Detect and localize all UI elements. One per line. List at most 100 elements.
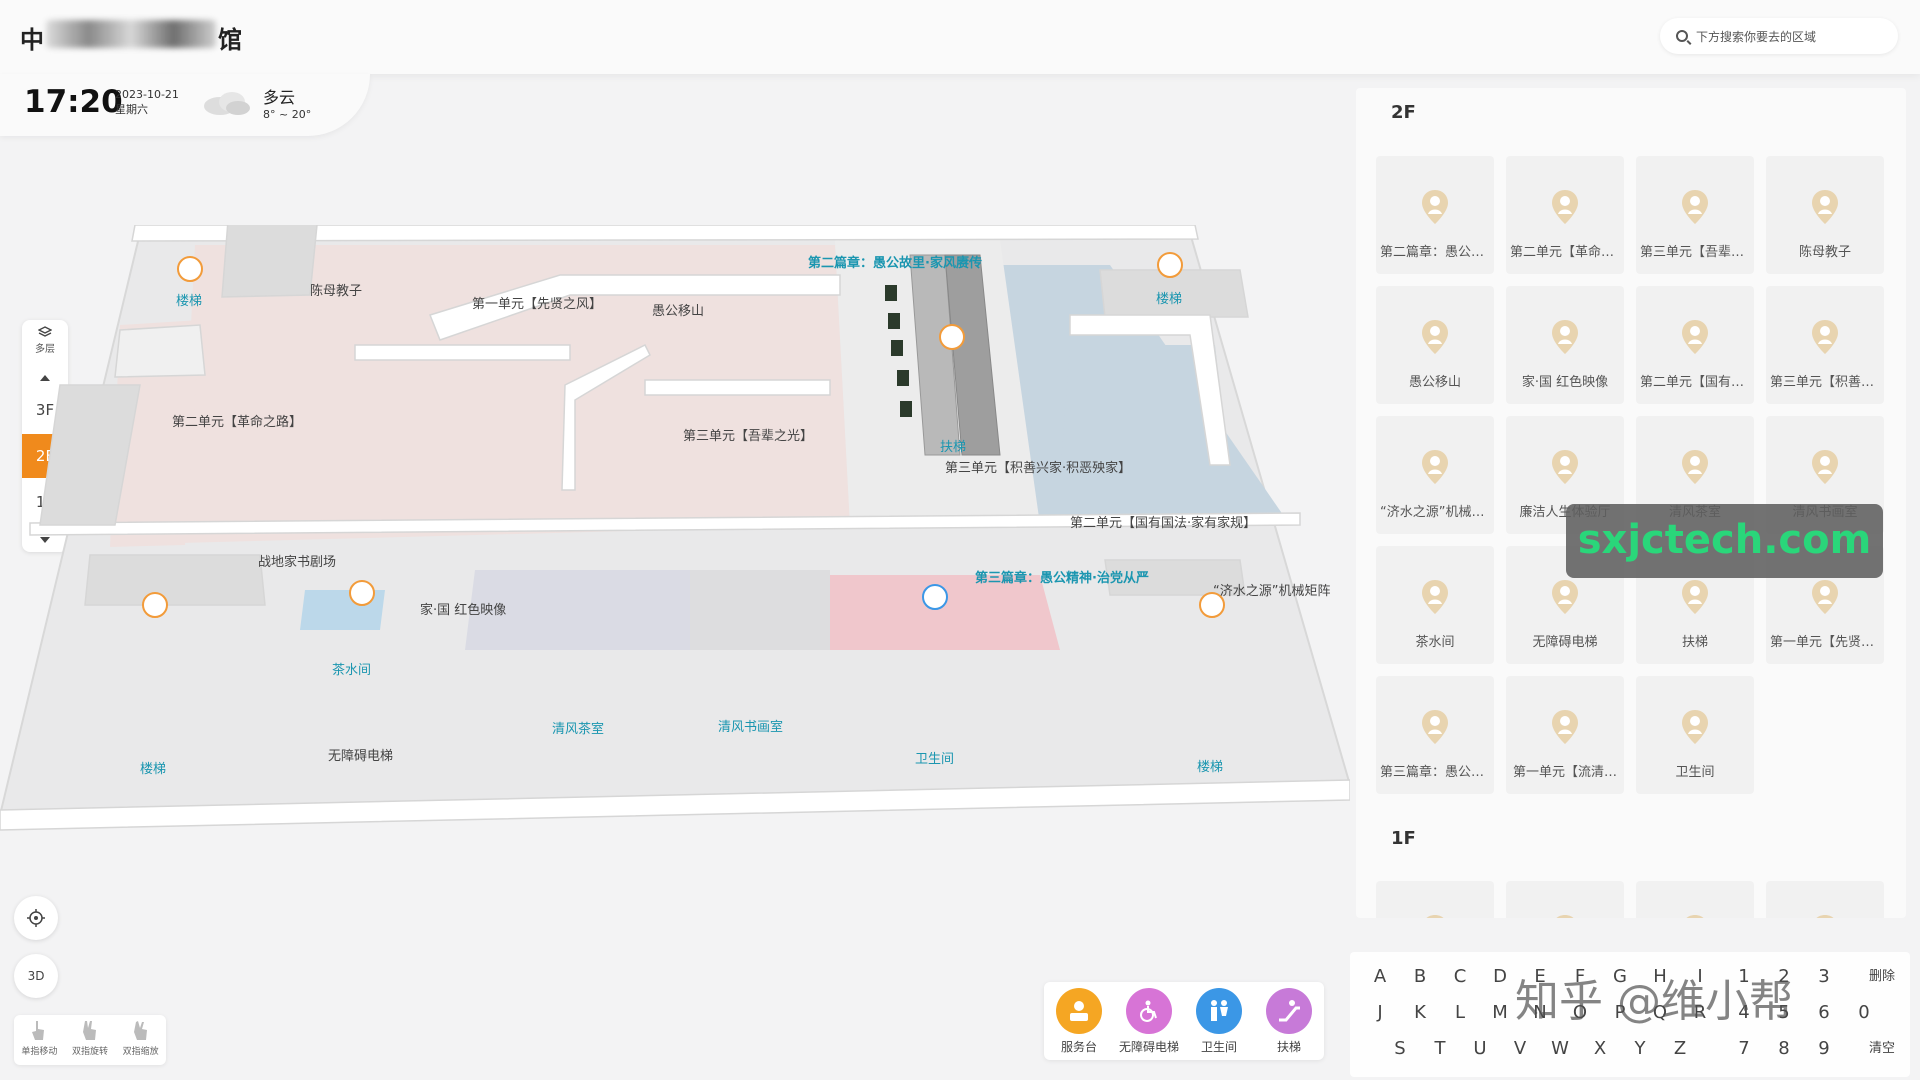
key-5[interactable]: 5 xyxy=(1778,1002,1790,1023)
key-g[interactable]: G xyxy=(1613,966,1627,987)
zhihu-watermark: 知乎 @维小帮 xyxy=(1515,976,1793,1027)
floor-up-arrow-icon[interactable] xyxy=(22,368,68,388)
gesture-hints: 单指移动 双指旋转 双指缩放 xyxy=(14,1015,166,1065)
poi-card[interactable]: 第一单元【流清… xyxy=(1506,676,1624,794)
map-label-unit2-geming: 第二单元【革命之路】 xyxy=(172,414,302,430)
key-delete[interactable]: 删除 xyxy=(1868,969,1895,984)
locate-button[interactable] xyxy=(14,896,58,940)
key-7[interactable]: 7 xyxy=(1738,1038,1750,1059)
pin-icon xyxy=(1552,710,1578,744)
key-e[interactable]: E xyxy=(1534,966,1546,987)
key-9[interactable]: 9 xyxy=(1818,1038,1830,1059)
poi-label: 第二篇章：愚公故里·家风赓传 xyxy=(1380,245,1494,260)
poi-card-1f[interactable] xyxy=(1636,881,1754,918)
key-s[interactable]: S xyxy=(1394,1038,1406,1059)
key-f[interactable]: F xyxy=(1574,966,1586,987)
key-i[interactable]: I xyxy=(1697,966,1703,987)
key-clear[interactable]: 清空 xyxy=(1868,1041,1895,1056)
search-keyboard: A B C D E F G H I 1 2 3 J K L M N O P Q R 4 5 6 0 S T U V W X Y Z 7 8 9 删… xyxy=(1350,952,1910,1077)
gesture-label: 双指缩放 xyxy=(122,1047,159,1057)
key-x[interactable]: X xyxy=(1593,1038,1607,1059)
view-3d-button[interactable]: 3D xyxy=(14,954,58,998)
key-z[interactable]: Z xyxy=(1673,1038,1687,1059)
poi-card-1f[interactable] xyxy=(1506,881,1624,918)
key-b[interactable]: B xyxy=(1413,966,1427,987)
facility-legend: 服务台 无障碍电梯 卫生间 扶梯 xyxy=(1044,982,1324,1060)
key-a[interactable]: A xyxy=(1373,966,1387,987)
key-q[interactable]: Q xyxy=(1652,1002,1668,1023)
poi-label: 第二单元【国有国法·家有家规】 xyxy=(1640,375,1754,390)
key-h[interactable]: H xyxy=(1653,966,1667,987)
layers-icon xyxy=(38,326,52,337)
key-0[interactable]: 0 xyxy=(1858,1002,1870,1023)
museum-title-redaction xyxy=(46,20,216,48)
map-label-weishengjian: 卫生间 xyxy=(915,752,954,767)
pin-icon xyxy=(1682,190,1708,224)
poi-card[interactable]: 家·国 红色映像 xyxy=(1506,286,1624,404)
cloud-icon xyxy=(204,92,250,115)
poi-label: 第一单元【先贤之风】 xyxy=(1770,635,1884,650)
key-r[interactable]: R xyxy=(1693,1002,1707,1023)
search-input[interactable]: 下方搜索你要去的区域 xyxy=(1660,18,1898,54)
legend-service-desk[interactable]: 服务台 xyxy=(1044,988,1114,1060)
key-2[interactable]: 2 xyxy=(1778,966,1790,987)
key-4[interactable]: 4 xyxy=(1738,1002,1750,1023)
key-6[interactable]: 6 xyxy=(1818,1002,1830,1023)
key-k[interactable]: K xyxy=(1414,1002,1426,1023)
floor-down-arrow-icon[interactable] xyxy=(22,530,68,550)
key-m[interactable]: M xyxy=(1492,1002,1508,1023)
multi-layer-button[interactable]: 多层 xyxy=(22,320,68,364)
poi-card[interactable]: 第三篇章：愚公精神·治党从严 xyxy=(1376,676,1494,794)
poi-card-1f[interactable] xyxy=(1376,881,1494,918)
poi-card[interactable]: 第二篇章：愚公故里·家风赓传 xyxy=(1376,156,1494,274)
key-w[interactable]: W xyxy=(1551,1038,1569,1059)
poi-card-1f[interactable] xyxy=(1766,881,1884,918)
pin-icon xyxy=(1686,915,1704,918)
map-label-zhandi: 战地家书剧场 xyxy=(258,554,336,570)
pin-icon xyxy=(1422,320,1448,354)
key-u[interactable]: U xyxy=(1473,1038,1487,1059)
floor-map[interactable]: 陈母教子 第一单元【先贤之风】 愚公移山 第二篇章：愚公故里·家风赓传 第二单元… xyxy=(0,194,1352,835)
floor-map-svg[interactable]: 陈母教子 第一单元【先贤之风】 愚公移山 第二篇章：愚公故里·家风赓传 第二单元… xyxy=(0,194,1352,835)
poi-card[interactable]: 愚公移山 xyxy=(1376,286,1494,404)
legend-escalator[interactable]: 扶梯 xyxy=(1254,988,1324,1060)
poi-card[interactable]: 第三单元【积善兴家·积恶殃家】 xyxy=(1766,286,1884,404)
service-desk-icon xyxy=(1056,988,1102,1034)
poi-card[interactable]: 第三单元【吾辈之光】 xyxy=(1636,156,1754,274)
map-label-unit1-xianxian: 第一单元【先贤之风】 xyxy=(472,297,602,312)
poi-card[interactable]: 卫生间 xyxy=(1636,676,1754,794)
poi-card[interactable]: 陈母教子 xyxy=(1766,156,1884,274)
legend-accessible-elevator[interactable]: 无障碍电梯 xyxy=(1114,988,1184,1060)
weekday-value: 星期六 xyxy=(115,103,148,116)
key-c[interactable]: C xyxy=(1453,966,1467,987)
pin-icon xyxy=(1422,190,1448,224)
key-8[interactable]: 8 xyxy=(1778,1038,1790,1059)
key-l[interactable]: L xyxy=(1454,1002,1466,1023)
key-3[interactable]: 3 xyxy=(1818,966,1830,987)
poi-card[interactable]: “济水之源”机械矩阵 xyxy=(1376,416,1494,534)
map-label-louti-3: 楼梯 xyxy=(140,762,166,777)
key-t[interactable]: T xyxy=(1434,1038,1446,1059)
exhibit-zone-blue-2 xyxy=(1060,345,1230,475)
poi-card[interactable]: 第二单元【国有国法·家有家规】 xyxy=(1636,286,1754,404)
pin-icon xyxy=(1422,710,1448,744)
temperature-range: 8° ~ 20° xyxy=(263,108,312,121)
key-n[interactable]: N xyxy=(1533,1002,1547,1023)
legend-restroom[interactable]: 卫生间 xyxy=(1184,988,1254,1060)
floor-button-3f[interactable]: 3F xyxy=(35,401,55,419)
map-label-yugong: 愚公移山 xyxy=(652,304,704,319)
key-v[interactable]: V xyxy=(1513,1038,1527,1059)
poi-card[interactable]: 茶水间 xyxy=(1376,546,1494,664)
hand-icon xyxy=(83,1021,96,1040)
key-p[interactable]: P xyxy=(1614,1002,1626,1023)
gesture-double-zoom: 双指缩放 xyxy=(115,1015,166,1065)
key-d[interactable]: D xyxy=(1493,966,1507,987)
key-j[interactable]: J xyxy=(1377,1002,1383,1023)
key-1[interactable]: 1 xyxy=(1738,966,1750,987)
pin-icon xyxy=(1682,710,1708,744)
poi-card[interactable]: 第二单元【革命之路】 xyxy=(1506,156,1624,274)
key-o[interactable]: O xyxy=(1572,1002,1588,1023)
clock-time: 17:20 xyxy=(24,84,123,120)
gesture-single-move: 单指移动 xyxy=(14,1015,65,1065)
key-y[interactable]: Y xyxy=(1634,1038,1646,1059)
